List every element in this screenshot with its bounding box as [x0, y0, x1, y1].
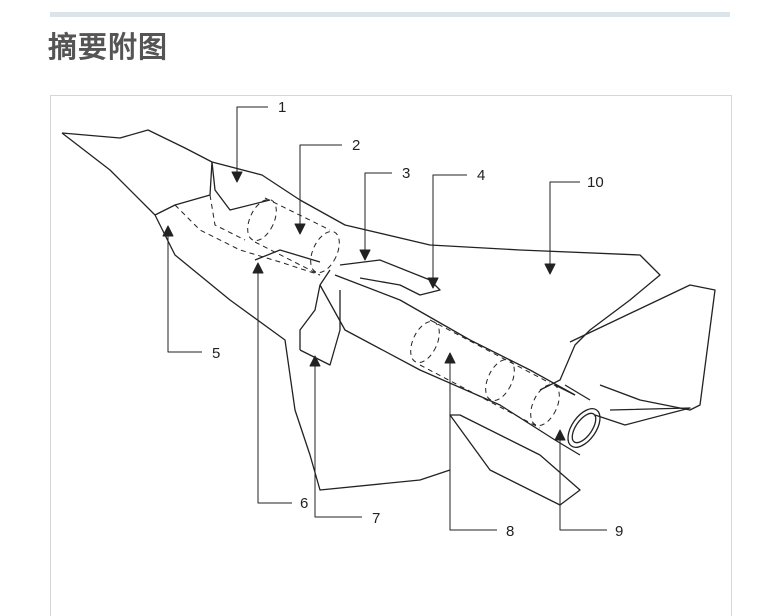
abstract-figure-frame — [50, 95, 732, 616]
page-title: 摘要附图 — [48, 30, 169, 64]
header-divider — [50, 12, 730, 17]
callout-3: 3 — [402, 165, 410, 182]
callout-7: 7 — [372, 510, 380, 527]
aircraft-outline — [61, 129, 716, 506]
leader-lines — [162, 106, 607, 531]
callout-6: 6 — [300, 495, 308, 512]
callout-2: 2 — [352, 137, 360, 154]
internal-ducts — [174, 194, 560, 429]
callout-1: 1 — [278, 99, 286, 116]
callout-9: 9 — [615, 523, 623, 540]
callout-10: 10 — [587, 174, 604, 191]
callout-5: 5 — [212, 345, 220, 362]
callout-4: 4 — [477, 167, 485, 184]
callout-8: 8 — [506, 523, 514, 540]
